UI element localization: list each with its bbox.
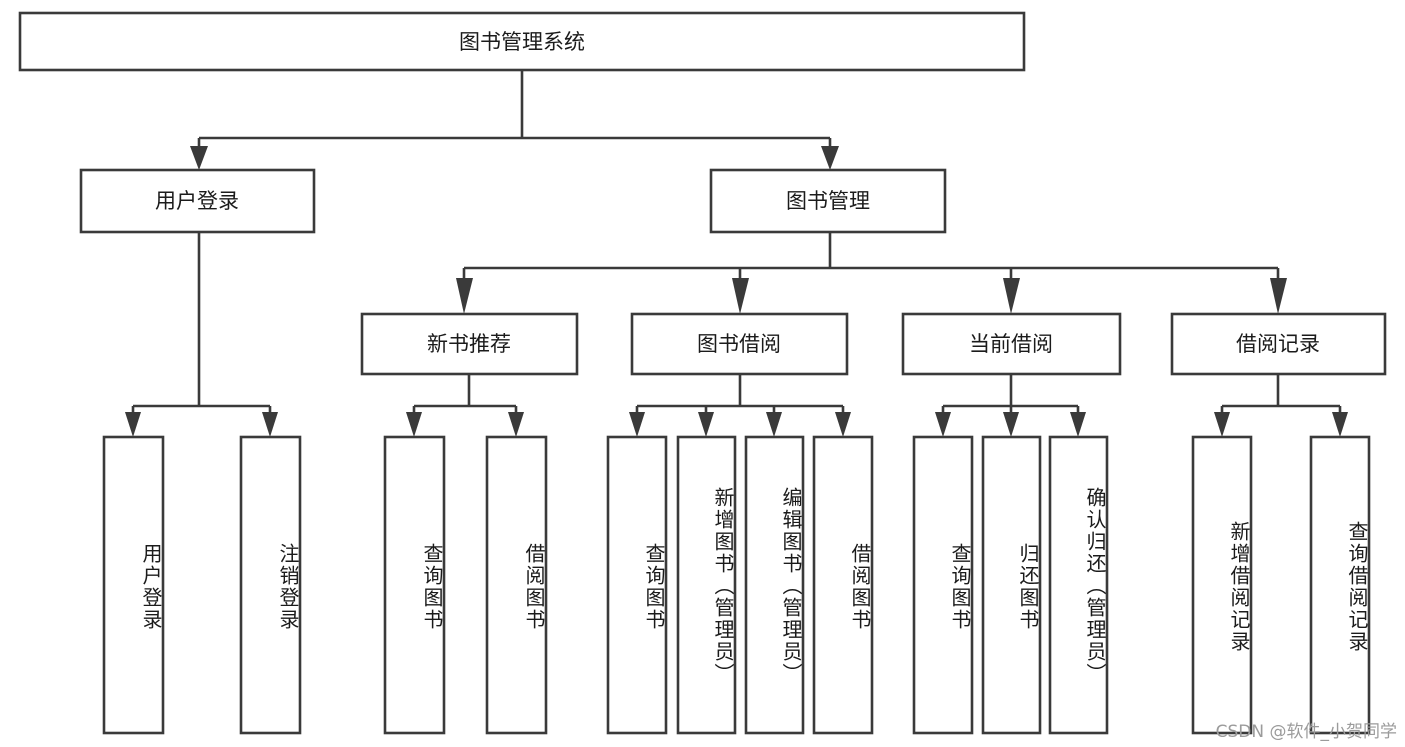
connectors-user-login-to-leaves xyxy=(125,232,278,437)
node-user-login[interactable]: 用户登录 xyxy=(79,168,316,234)
leaf-box-new-book-0[interactable] xyxy=(383,435,446,735)
node-new-book-recommend-box[interactable] xyxy=(360,312,579,376)
arrow-head-borrow-record-1 xyxy=(1332,412,1348,437)
node-borrow-record-box[interactable] xyxy=(1170,312,1387,376)
node-book-borrow-label: 图书借阅 xyxy=(697,332,781,356)
node-root-label: 图书管理系统 xyxy=(459,30,585,54)
arrow-head-new-book-0 xyxy=(406,412,422,437)
node-new-book-recommend-label: 新书推荐 xyxy=(427,332,511,356)
watermark: CSDN @软件_小贺同学 xyxy=(1215,722,1397,742)
node-borrow-record-label: 借阅记录 xyxy=(1236,332,1320,356)
connectors-root-to-level2 xyxy=(190,70,839,170)
arrow-head-level3-0 xyxy=(456,278,473,314)
leaf-box-new-book-1[interactable] xyxy=(485,435,548,735)
leaf-box-user-login-0[interactable] xyxy=(102,435,165,735)
connectors-book-mgmt-to-level3 xyxy=(456,232,1287,314)
arrow-head-current-borrow-2 xyxy=(1070,412,1086,437)
arrow-head-book-borrow-1 xyxy=(698,412,714,437)
arrow-head-book-borrow-2 xyxy=(766,412,782,437)
leaf-box-user-login-1[interactable] xyxy=(239,435,302,735)
connectors-new-book-to-leaves xyxy=(406,374,524,437)
node-book-borrow-box[interactable] xyxy=(630,312,849,376)
leaf-box-borrow-record-1[interactable] xyxy=(1309,435,1371,735)
connectors-borrow-record-to-leaves xyxy=(1214,374,1348,437)
node-root[interactable]: 图书管理系统 xyxy=(18,11,1026,72)
node-book-borrow[interactable]: 图书借阅 xyxy=(630,312,849,376)
node-user-login-label: 用户登录 xyxy=(155,189,239,213)
node-user-login-box[interactable] xyxy=(79,168,316,234)
leaf-box-book-borrow-1[interactable] xyxy=(676,435,737,735)
arrow-head-book-borrow-0 xyxy=(629,412,645,437)
arrow-head-current-borrow-1 xyxy=(1003,412,1019,437)
node-root-box[interactable] xyxy=(18,11,1026,72)
node-book-management[interactable]: 图书管理 xyxy=(709,168,947,234)
arrow-head-level2-1 xyxy=(821,146,839,170)
node-new-book-recommend[interactable]: 新书推荐 xyxy=(360,312,579,376)
leaf-box-book-borrow-3[interactable] xyxy=(812,435,874,735)
node-current-borrow-label: 当前借阅 xyxy=(969,332,1053,356)
arrow-head-borrow-record-0 xyxy=(1214,412,1230,437)
node-book-management-box[interactable] xyxy=(709,168,947,234)
arrow-head-book-borrow-3 xyxy=(835,412,851,437)
leaf-box-current-borrow-2[interactable] xyxy=(1048,435,1109,735)
leaf-box-book-borrow-2[interactable] xyxy=(744,435,805,735)
arrow-head-level3-2 xyxy=(1003,278,1020,314)
arrow-head-new-book-1 xyxy=(508,412,524,437)
arrow-head-level3-1 xyxy=(732,278,749,314)
connectors-book-borrow-to-leaves xyxy=(629,374,851,437)
arrow-head-user-login-0 xyxy=(125,412,141,437)
node-current-borrow[interactable]: 当前借阅 xyxy=(901,312,1122,376)
leaf-box-current-borrow-0[interactable] xyxy=(912,435,974,735)
arrow-head-level2-0 xyxy=(190,146,208,170)
leaf-box-book-borrow-0[interactable] xyxy=(606,435,668,735)
arrow-head-user-login-1 xyxy=(262,412,278,437)
leaf-box-current-borrow-1[interactable] xyxy=(981,435,1042,735)
node-current-borrow-box[interactable] xyxy=(901,312,1122,376)
leaf-box-borrow-record-0[interactable] xyxy=(1191,435,1253,735)
node-book-management-label: 图书管理 xyxy=(786,189,870,213)
arrow-head-current-borrow-0 xyxy=(935,412,951,437)
arrow-head-level3-3 xyxy=(1270,278,1287,314)
node-borrow-record[interactable]: 借阅记录 xyxy=(1170,312,1387,376)
connectors-current-borrow-to-leaves xyxy=(935,374,1086,437)
